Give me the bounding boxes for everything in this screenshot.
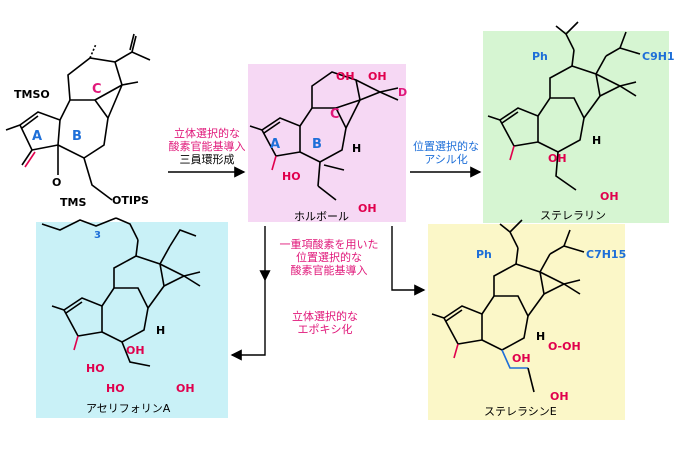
step2-line1: 位置選択的な xyxy=(413,140,479,153)
stelleralin-structure xyxy=(487,21,641,191)
start-ring-c-label: C xyxy=(92,82,102,97)
phorbol-structure xyxy=(249,71,399,201)
acerifolin-oh-bottom: OH xyxy=(176,382,195,395)
acerifolin-h-label: H xyxy=(156,324,165,337)
step1-line2: 酸素官能基導入 xyxy=(168,140,246,153)
step3-line2: 位置選択的な xyxy=(296,251,362,264)
step3-line1: 一重項酸素を用いた xyxy=(279,238,379,251)
phorbol-h-label: H xyxy=(352,142,361,155)
phorbol-ring-c-label: C xyxy=(330,107,340,122)
start-otips-label: OTIPS xyxy=(112,194,149,207)
step4-line1: 立体選択的な xyxy=(292,310,358,323)
stelleralin-oh-bottom: OH xyxy=(600,190,619,203)
phorbol-ring-b-label: B xyxy=(312,137,322,152)
step4-line2: エポキシ化 xyxy=(297,323,353,336)
stelleralin-chain-label: C9H19 xyxy=(642,50,675,63)
step1-line3: 三員環形成 xyxy=(179,153,235,166)
start-tmso-label: TMSO xyxy=(14,88,50,101)
acerifolin-box xyxy=(36,222,228,418)
start-ring-a-label: A xyxy=(32,129,42,144)
phorbol-oh-bottom: OH xyxy=(358,202,377,215)
stellerasin-ooh-label: O-OH xyxy=(548,340,581,353)
stellerasin-h-label: H xyxy=(536,330,545,343)
phorbol-name: ホルボール xyxy=(294,210,349,223)
phorbol-ho-label: HO xyxy=(282,170,301,183)
step1-line1: 立体選択的な xyxy=(174,127,240,140)
stellerasin-structure xyxy=(431,219,585,393)
phorbol-oh-top-left: OH xyxy=(336,70,355,83)
step3-line3: 酸素官能基導入 xyxy=(290,264,368,277)
stellerasin-ph-label: Ph xyxy=(476,248,492,261)
stelleralin-h-label: H xyxy=(592,134,601,147)
acerifolin-ho-label-2: HO xyxy=(106,382,125,395)
step2-line2: アシル化 xyxy=(424,153,468,166)
phorbol-ring-d-label: D xyxy=(398,86,407,99)
acerifolin-oh-label: OH xyxy=(126,344,145,357)
stellerasin-oh-bottom: OH xyxy=(550,390,569,403)
stelleralin-box xyxy=(483,31,669,223)
acerifolin-chain-sub: 3 xyxy=(94,230,101,241)
start-o-label: O xyxy=(52,176,61,189)
stellerasin-chain-label: C7H15 xyxy=(586,248,626,261)
phorbol-ring-a-label: A xyxy=(270,137,280,152)
acerifolin-name: アセリフォリンA xyxy=(86,402,171,415)
acerifolin-ho-label-1: HO xyxy=(86,362,105,375)
phorbol-oh-top-right: OH xyxy=(368,70,387,83)
stelleralin-ph-label: Ph xyxy=(532,50,548,63)
start-structure xyxy=(5,33,151,201)
phorbol-box xyxy=(248,64,406,222)
start-ring-b-label: B xyxy=(72,129,82,144)
stellerasin-name: ステレラシンE xyxy=(484,405,557,418)
start-tms-label: TMS xyxy=(60,196,86,209)
stelleralin-oh-label: OH xyxy=(548,152,567,165)
stellerasin-oh-label: OH xyxy=(512,352,531,365)
acerifolin-structure xyxy=(41,217,201,367)
stelleralin-name: ステレラリン xyxy=(540,209,606,222)
